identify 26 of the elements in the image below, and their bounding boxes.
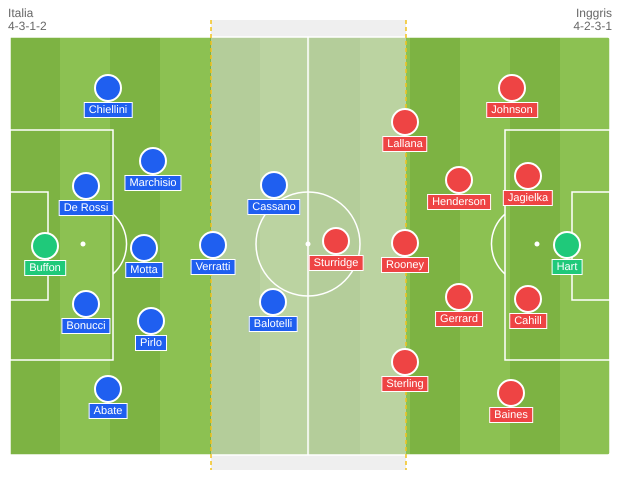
player-name: Lallana [382,136,428,152]
player-name: Motta [125,262,163,278]
player-name: Henderson [427,194,491,210]
player-name: Jagielka [502,190,554,206]
player-name: Bonucci [61,318,111,334]
player-name: Gerrard [435,311,483,327]
player-name: Marchisio [124,175,182,191]
player-name: Balotelli [248,316,298,332]
team-label: Inggris [576,7,612,20]
player-name: Hart [552,259,582,275]
player-name: Rooney [381,257,429,273]
player-name: Sturridge [308,255,364,271]
player-name: Chiellini [84,102,132,118]
team-label: Italia [8,7,34,20]
player-name: Buffon [24,260,66,276]
player-name: Verratti [190,259,236,275]
team-label: 4-2-3-1 [573,20,612,33]
player-name: Pirlo [135,335,167,351]
player-name: Sterling [381,376,429,392]
player-name: Cassano [247,199,301,215]
player-name: De Rossi [58,200,114,216]
team-label: 4-3-1-2 [8,20,47,33]
player-name: Abate [88,403,128,419]
player-name: Cahill [509,313,547,329]
player-name: Johnson [486,102,538,118]
player-name: Baines [489,407,533,423]
